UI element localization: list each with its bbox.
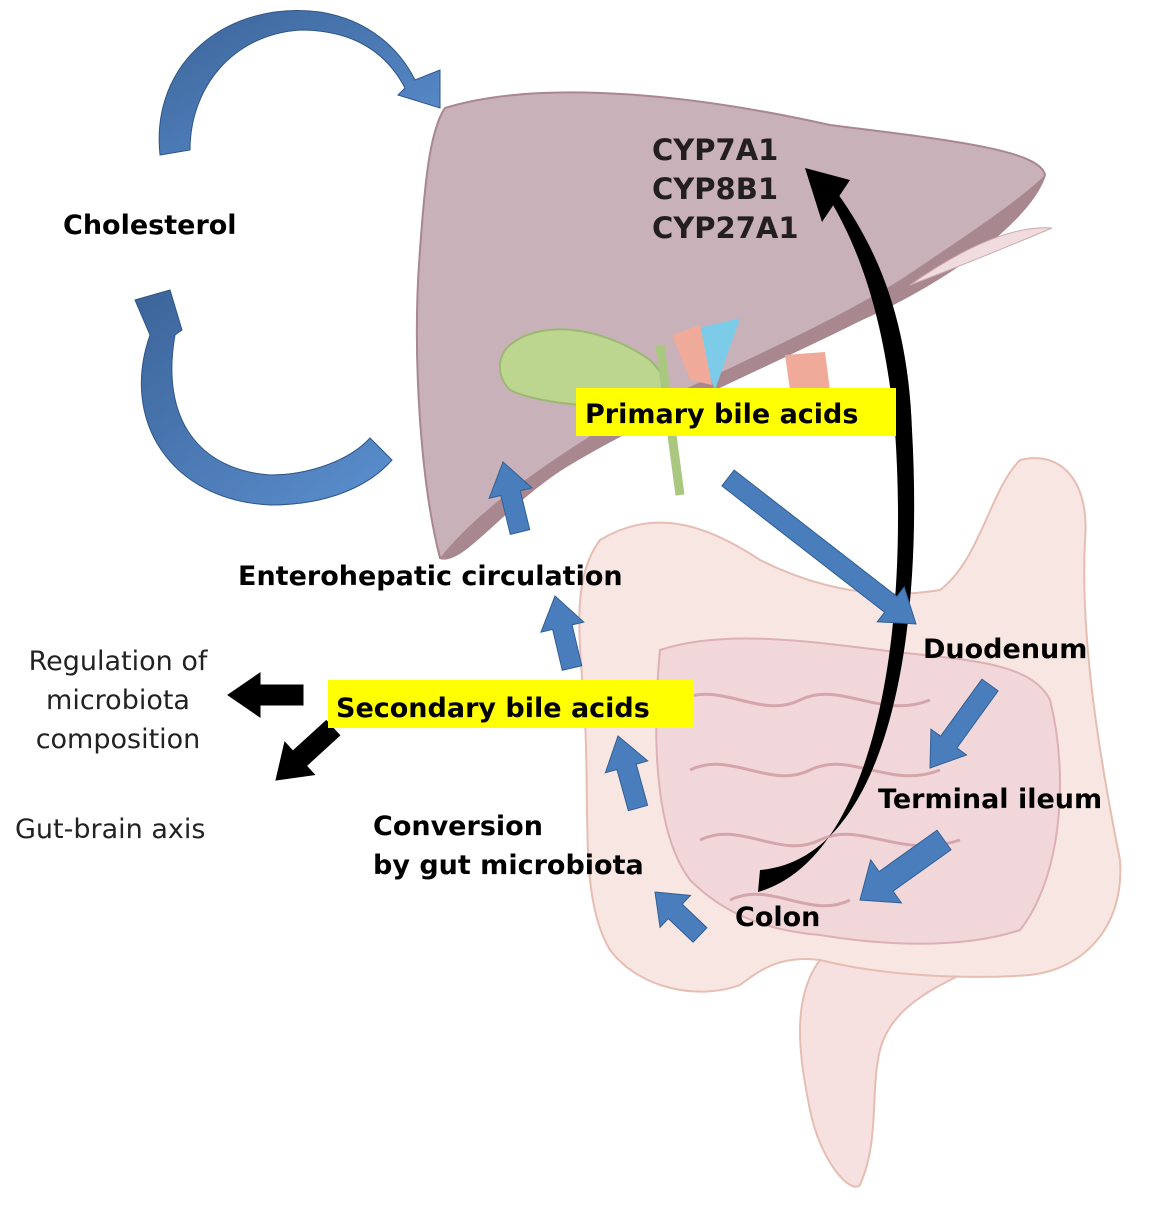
enzyme-cyp7a1: CYP7A1 bbox=[652, 133, 778, 167]
liver-lobe-tip bbox=[909, 227, 1053, 286]
arrow-regulation bbox=[227, 672, 304, 718]
curved-arrow-head bbox=[805, 168, 850, 222]
regulation-label-line2: microbiota bbox=[46, 685, 190, 716]
enterohepatic-circulation-label: Enterohepatic circulation bbox=[238, 561, 623, 592]
arrow-enterohepatic bbox=[540, 595, 585, 671]
rectum bbox=[799, 958, 964, 1188]
enzyme-cyp27a1: CYP27A1 bbox=[652, 211, 799, 245]
conversion-label-line1: Conversion bbox=[373, 811, 543, 842]
arrow-to-ileum bbox=[929, 678, 999, 769]
enzyme-cyp8b1: CYP8B1 bbox=[652, 172, 778, 206]
flow-arrows bbox=[227, 461, 999, 943]
arrow-conversion bbox=[654, 891, 708, 943]
intestine-folds bbox=[679, 692, 961, 908]
duodenum-label: Duodenum bbox=[923, 634, 1087, 665]
vena-cava bbox=[785, 352, 830, 390]
secondary-bile-acids-label: Secondary bile acids bbox=[336, 693, 650, 724]
conversion-label-line2: by gut microbiota bbox=[373, 850, 644, 881]
regulation-label-line3: composition bbox=[36, 724, 201, 755]
arrow-gut-brain bbox=[275, 719, 341, 781]
cholesterol-label: Cholesterol bbox=[63, 210, 237, 241]
cycle-arrow-top bbox=[158, 10, 441, 156]
arrow-to-secondary bbox=[604, 735, 649, 812]
primary-bile-acids-label: Primary bile acids bbox=[585, 399, 858, 430]
terminal-ileum-label: Terminal ileum bbox=[878, 784, 1102, 815]
gut-brain-axis-label: Gut-brain axis bbox=[15, 814, 205, 845]
hepatic-vein bbox=[690, 318, 740, 390]
primary-bile-acids-highlight bbox=[576, 388, 896, 436]
arrow-to-liver bbox=[488, 461, 533, 535]
arrow-to-duodenum bbox=[721, 469, 917, 625]
cycle-arrow-bottom bbox=[134, 289, 393, 506]
liver-shadow bbox=[440, 175, 1045, 559]
colon-label: Colon bbox=[735, 902, 820, 933]
secondary-bile-acids-highlight bbox=[328, 680, 694, 728]
liver-illustration bbox=[415, 91, 1053, 560]
reabsorption-curved-arrow bbox=[758, 168, 915, 892]
regulation-label-line1: Regulation of bbox=[29, 646, 209, 677]
cholesterol-cycle bbox=[134, 10, 441, 506]
arrow-to-colon bbox=[859, 829, 952, 904]
hepatic-artery bbox=[672, 325, 712, 385]
